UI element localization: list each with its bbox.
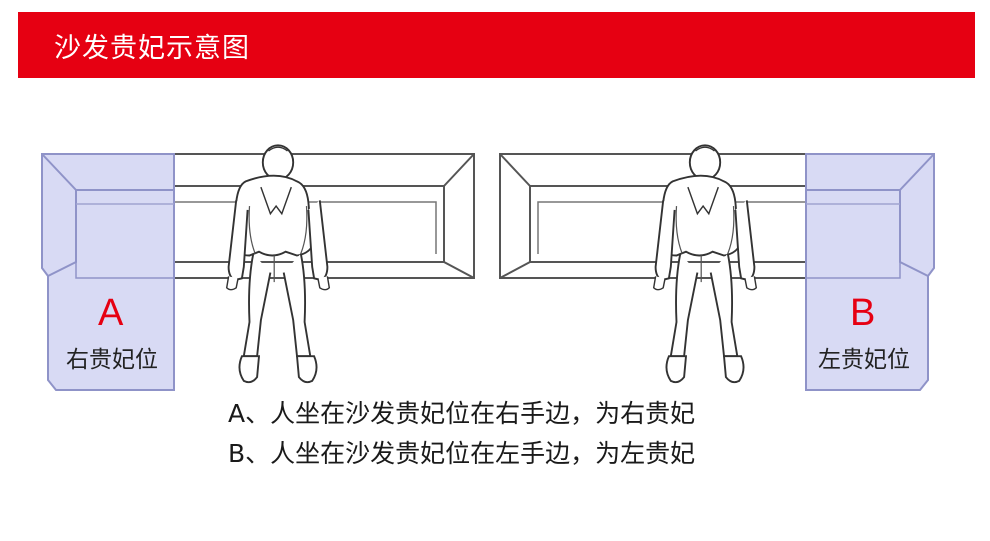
seat-name-a: 右贵妃位 bbox=[66, 347, 158, 373]
title-banner: 沙发贵妃示意图 bbox=[18, 12, 975, 78]
seat-letter-b: B bbox=[850, 292, 876, 334]
caption-a: A、人坐在沙发贵妃位在右手边，为右贵妃 bbox=[228, 399, 696, 428]
seat-letter-a: A bbox=[98, 292, 124, 334]
page-title: 沙发贵妃示意图 bbox=[54, 33, 250, 64]
seat-name-b: 左贵妃位 bbox=[818, 347, 910, 373]
chaise-b bbox=[805, 153, 935, 391]
caption-b: B、人坐在沙发贵妃位在左手边，为左贵妃 bbox=[228, 439, 696, 468]
